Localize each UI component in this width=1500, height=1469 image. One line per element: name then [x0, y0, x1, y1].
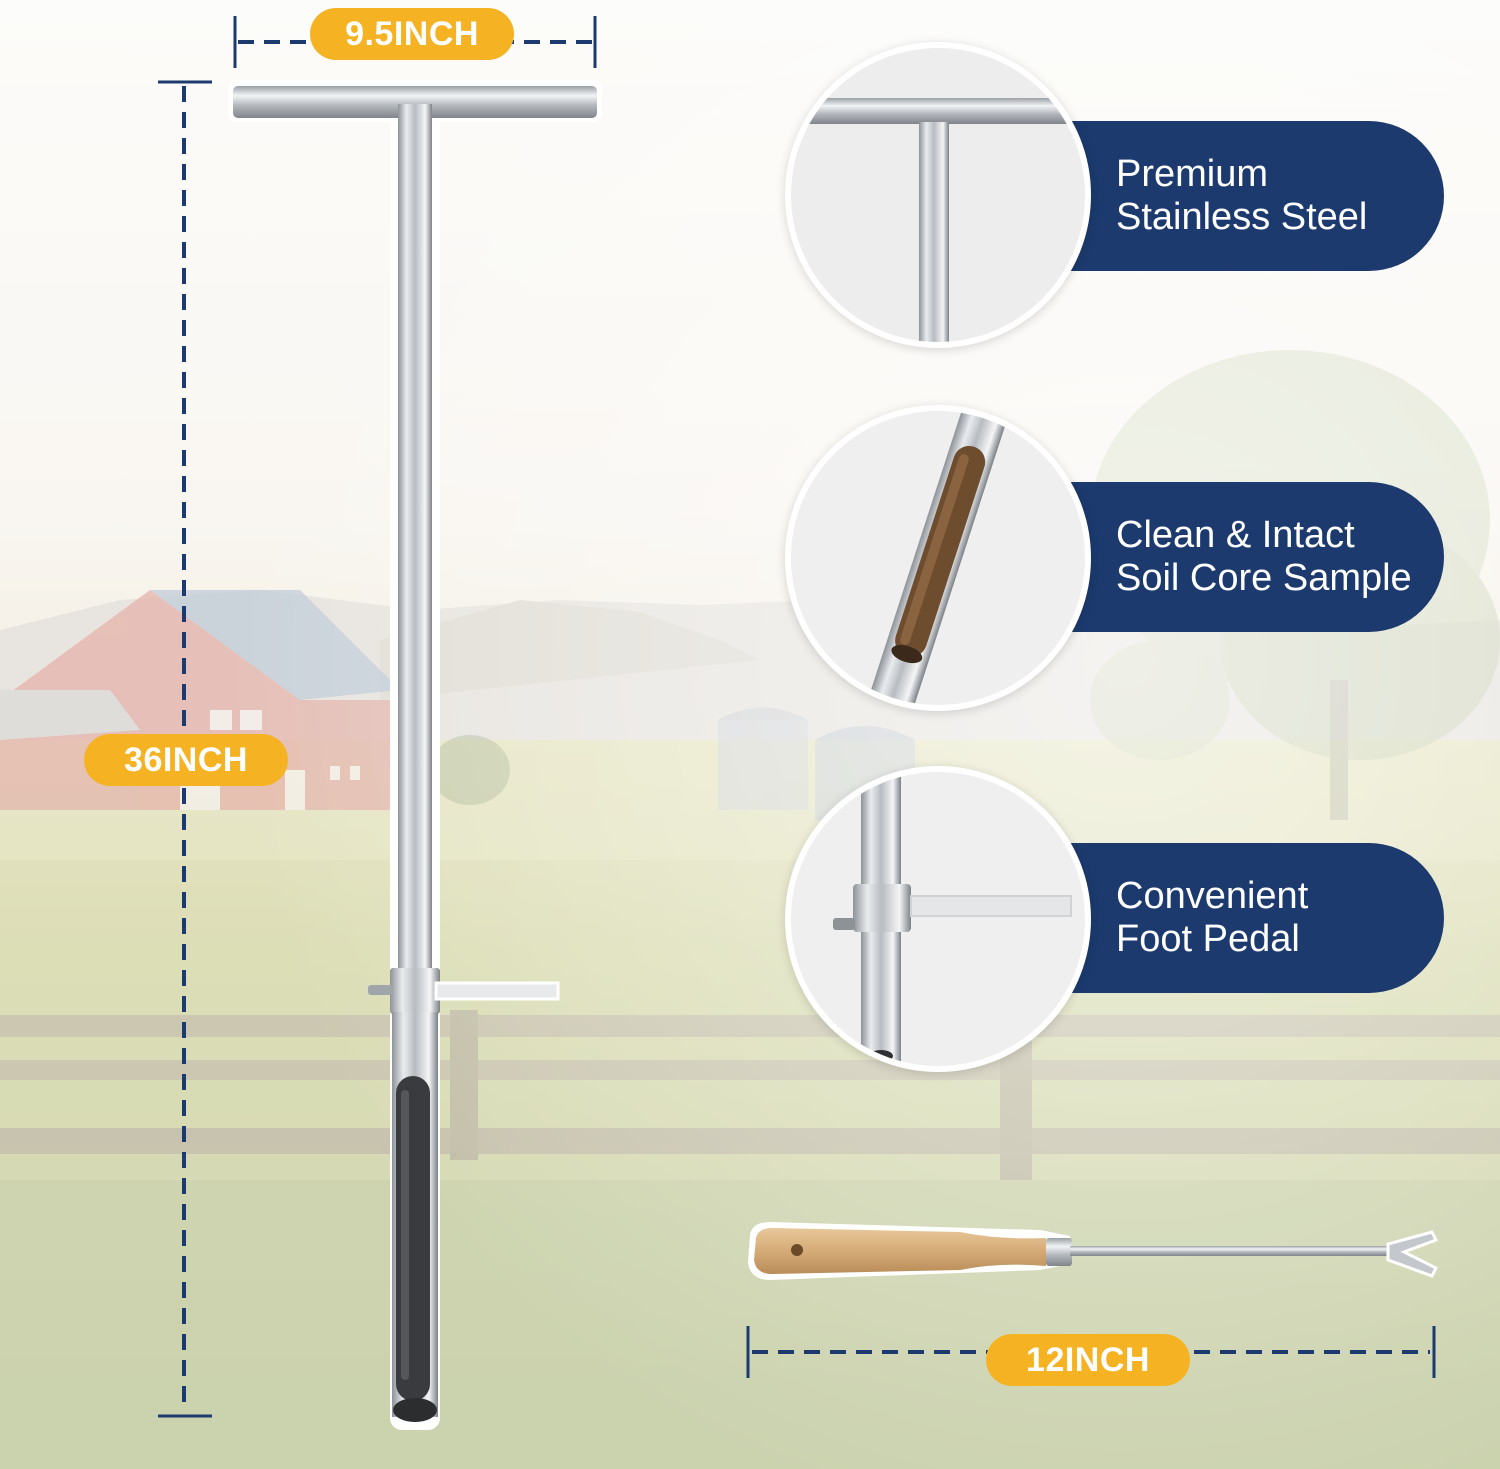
feature-line-1: Convenient: [1116, 875, 1309, 917]
tool-length-label: 12INCH: [986, 1334, 1190, 1386]
feature-line-2: Stainless Steel: [1116, 196, 1368, 238]
forked-tip: [1386, 1230, 1439, 1278]
width-label: 9.5INCH: [310, 8, 514, 60]
tool-shaft: [1070, 1246, 1390, 1256]
feature-line-2: Soil Core Sample: [1116, 557, 1412, 599]
ferrule: [1046, 1238, 1072, 1266]
height-label: 36INCH: [84, 734, 288, 786]
t-handle-closeup-icon: [785, 42, 1091, 348]
t-handle: [233, 86, 597, 118]
wooden-handle: [754, 1228, 1046, 1274]
probe-shaft: [398, 104, 432, 984]
foot-pedal: [434, 981, 560, 1001]
feature-line-2: Foot Pedal: [1116, 918, 1300, 960]
foot-pedal-closeup-icon: [785, 766, 1091, 1072]
pedal-collar: [390, 968, 440, 1014]
feature-line-1: Premium: [1116, 153, 1269, 195]
feature-line-1: Clean & Intact: [1116, 514, 1355, 556]
soil-core-closeup-icon: [785, 405, 1091, 711]
